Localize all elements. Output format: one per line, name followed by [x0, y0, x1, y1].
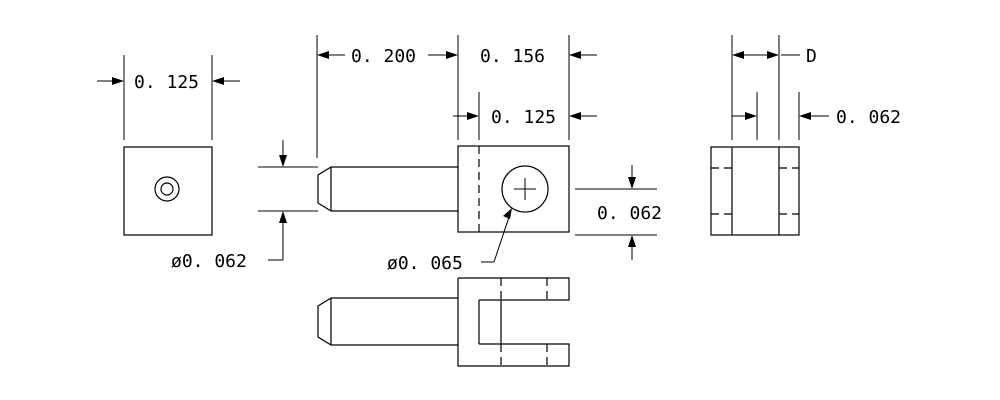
dim-height-0062: 0. 062 — [597, 203, 662, 224]
dim-dia-0065: ø0. 065 — [387, 253, 463, 274]
end-view-square — [97, 55, 240, 236]
dim-width-0125-left: 0. 125 — [134, 72, 199, 93]
dim-thickness-0062: 0. 062 — [836, 107, 901, 128]
dim-width-0125-inner: 0. 125 — [491, 107, 556, 128]
top-view-clevis — [317, 277, 570, 367]
dim-D: D — [806, 46, 817, 67]
side-view — [710, 35, 829, 236]
dim-width-0156: 0. 156 — [480, 46, 545, 67]
dim-length-0200: 0. 200 — [351, 46, 416, 67]
front-view — [258, 35, 657, 263]
dim-dia-0062: ø0. 062 — [171, 251, 247, 272]
